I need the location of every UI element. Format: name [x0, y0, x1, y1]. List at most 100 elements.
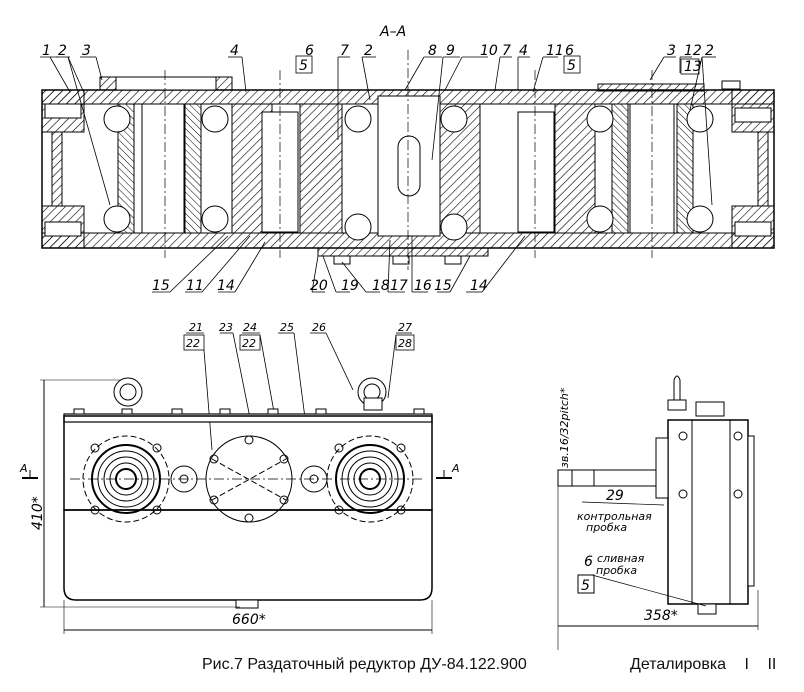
centerlines [164, 50, 653, 270]
nav-detailing: Деталировка I II [630, 656, 776, 674]
svg-text:14: 14 [217, 278, 235, 294]
flange [597, 83, 705, 92]
svg-text:пробка: пробка [586, 521, 627, 534]
svg-text:4: 4 [519, 43, 528, 59]
dim-width: 660* [232, 612, 266, 628]
housing-wall [299, 103, 343, 234]
part-6-label: 6 [584, 554, 593, 570]
breather [673, 375, 681, 401]
side-view: зв.16/32pitch* 29 контрольная пробка 6 с… [557, 375, 759, 650]
bottom-plate [317, 247, 489, 257]
part-labels-front: 21 22 23 24 22 25 26 27 28 [186, 321, 412, 350]
dim-height: 410* [30, 496, 46, 530]
svg-text:22: 22 [242, 337, 256, 350]
svg-text:3: 3 [667, 43, 676, 59]
side-bolts [678, 431, 743, 499]
svg-text:4: 4 [230, 43, 239, 59]
bolt-hole [734, 221, 772, 237]
svg-text:28: 28 [398, 337, 412, 350]
cover-left [51, 131, 63, 207]
svg-text:7: 7 [340, 43, 349, 59]
svg-text:6: 6 [565, 43, 574, 59]
bolt-hole [734, 107, 772, 123]
svg-text:16: 16 [414, 278, 432, 294]
svg-text:15: 15 [152, 278, 170, 294]
front-view: 21 22 23 24 22 25 26 27 28 [19, 321, 460, 634]
top-bolts [73, 408, 425, 415]
leaders-front [183, 332, 415, 451]
svg-text:1: 1 [42, 43, 51, 59]
drain-plug [235, 599, 259, 609]
housing-wall [117, 103, 135, 234]
bolt-hole [44, 221, 82, 237]
thread-label: зв.16/32pitch* [558, 387, 571, 468]
svg-text:2: 2 [58, 43, 67, 59]
svg-text:10: 10 [480, 43, 498, 59]
section-view: А–А [40, 24, 775, 294]
flange [215, 76, 233, 91]
svg-text:11: 11 [546, 43, 564, 59]
section-marker-right: А [451, 462, 460, 475]
svg-text:5: 5 [299, 58, 308, 74]
dim-side-width: 358* [644, 608, 678, 624]
flange-cover [115, 76, 217, 91]
section-title: А–А [379, 24, 406, 40]
housing-wall [611, 103, 629, 234]
svg-text:20: 20 [310, 278, 328, 294]
housing-wall [184, 103, 202, 234]
svg-text:24: 24 [243, 321, 257, 334]
svg-text:пробка: пробка [596, 564, 637, 577]
svg-text:15: 15 [434, 278, 452, 294]
figure-caption: Рис.7 Раздаточный редуктор ДУ-84.122.900 [202, 656, 527, 673]
output-shaft [557, 469, 657, 487]
bolt-hole [44, 103, 82, 119]
page-link-1[interactable]: I [744, 656, 749, 673]
part-5-label: 5 [581, 578, 590, 594]
svg-text:2: 2 [705, 43, 714, 59]
shaft [517, 111, 555, 233]
svg-text:22: 22 [186, 337, 200, 350]
leaders-bottom [152, 235, 526, 293]
nut [721, 80, 741, 90]
svg-text:18: 18 [372, 278, 390, 294]
svg-text:17: 17 [390, 278, 408, 294]
svg-text:3: 3 [82, 43, 91, 59]
svg-text:контрольная: контрольная [577, 510, 652, 523]
flange [99, 76, 117, 91]
page-link-2[interactable]: II [767, 656, 777, 673]
cover-right [757, 131, 769, 207]
nuts-bottom [333, 255, 462, 265]
part-labels-bottom: 15 11 14 20 19 18 17 16 15 14 [152, 278, 488, 294]
svg-text:8: 8 [428, 43, 437, 59]
svg-text:9: 9 [446, 43, 455, 59]
svg-text:21: 21 [189, 321, 203, 334]
nav-label[interactable]: Деталировка [630, 656, 727, 673]
shaft [141, 103, 185, 234]
svg-text:14: 14 [470, 278, 488, 294]
svg-text:23: 23 [219, 321, 233, 334]
key-slot [397, 135, 421, 197]
part-labels-top: 1 2 3 4 6 5 7 2 8 9 10 7 4 11 6 5 3 12 1… [42, 43, 714, 75]
svg-text:7: 7 [502, 43, 511, 59]
lower-housing [63, 509, 433, 601]
leaders-top [40, 55, 716, 206]
svg-text:12: 12 [684, 43, 702, 59]
part-29-label: 29 [606, 488, 624, 504]
section-marker-left: А [19, 462, 28, 475]
eye-bolt-side [695, 401, 725, 417]
upper-housing [63, 415, 433, 511]
svg-text:5: 5 [567, 58, 576, 74]
top-flange [63, 413, 433, 423]
svg-text:26: 26 [312, 321, 326, 334]
svg-text:11: 11 [186, 278, 204, 294]
svg-text:сливная: сливная [597, 552, 645, 565]
svg-text:2: 2 [364, 43, 373, 59]
housing-wall [676, 103, 694, 234]
svg-text:6: 6 [305, 43, 314, 59]
svg-text:19: 19 [341, 278, 359, 294]
svg-text:27: 27 [398, 321, 412, 334]
side-housing [667, 419, 749, 605]
svg-text:13: 13 [684, 59, 702, 75]
svg-text:25: 25 [280, 321, 294, 334]
